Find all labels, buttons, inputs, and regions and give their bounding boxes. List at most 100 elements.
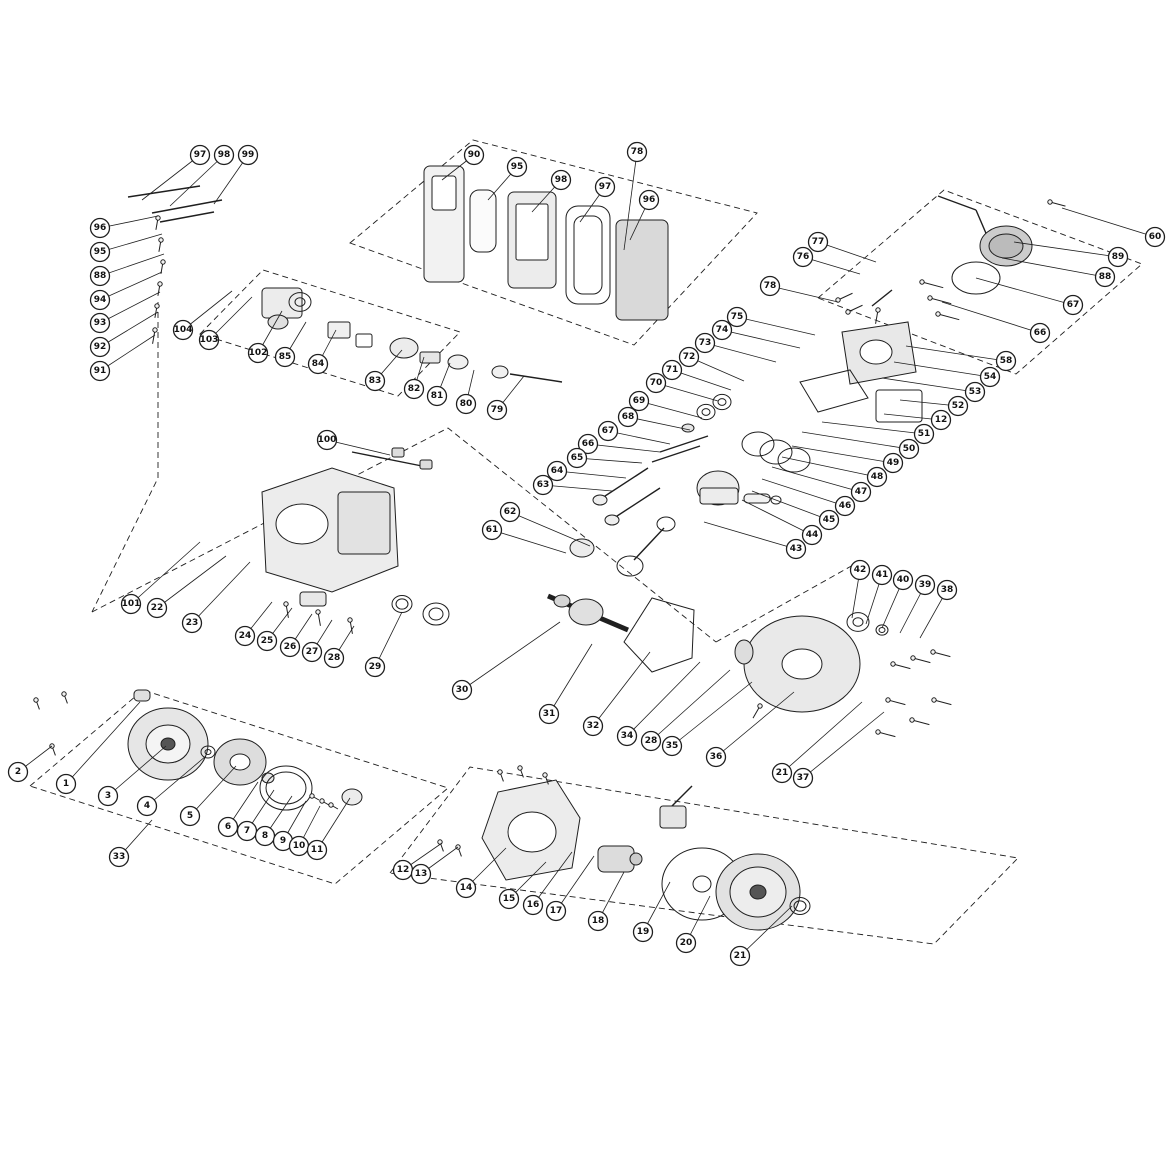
leader-line-58: [905, 345, 1007, 362]
callout-balloon: [463, 144, 485, 166]
part-main-bearing: [428, 607, 444, 621]
callout-balloon: [451, 679, 473, 701]
callout-balloon: [1107, 246, 1129, 268]
leader-line-53: [881, 377, 976, 393]
callout-number: 12: [935, 415, 948, 425]
callout-25: 25: [256, 630, 278, 652]
callout-number: 31: [543, 709, 556, 719]
callout-number: 104: [174, 325, 193, 335]
group-boundary: [91, 302, 159, 613]
leader-line-46: [761, 478, 846, 507]
callout-21: 21: [729, 945, 751, 967]
callout-balloon: [181, 612, 203, 634]
callout-85: 85: [274, 346, 296, 368]
callout-balloon: [172, 319, 194, 341]
part-push-rod: [871, 289, 893, 307]
callout-balloon: [632, 921, 654, 943]
callout-number: 67: [602, 426, 615, 436]
callout-number: 88: [1099, 272, 1112, 282]
callout-number: 81: [431, 391, 444, 401]
leader-line-75: [736, 316, 816, 336]
callout-balloon: [316, 429, 338, 451]
callout-89: 89: [1107, 246, 1129, 268]
callout-balloon: [626, 141, 648, 163]
callout-number: 58: [1000, 356, 1013, 366]
callout-balloon: [522, 894, 544, 916]
leader-line-97: [141, 154, 201, 201]
callout-balloon: [179, 805, 201, 827]
callout-43: 43: [785, 538, 807, 560]
callout-number: 41: [876, 570, 889, 580]
callout-number: 10: [293, 841, 306, 851]
callout-balloon: [217, 816, 239, 838]
part-insulator-spacer: [327, 321, 351, 339]
part-governor-gear: [734, 639, 754, 665]
callout-balloon: [403, 378, 425, 400]
part-crankshaft-gear: [553, 594, 571, 608]
callout-balloon: [89, 241, 111, 263]
part-starter-motor-cap: [629, 852, 643, 866]
callout-balloon: [455, 393, 477, 415]
callout-30: 30: [451, 679, 473, 701]
callout-number: 85: [279, 352, 292, 362]
callout-balloon: [678, 346, 700, 368]
callout-44: 44: [801, 524, 823, 546]
callout-7: 7: [236, 820, 258, 842]
callout-balloon: [694, 332, 716, 354]
callout-91: 91: [89, 360, 111, 382]
callout-balloon: [120, 593, 142, 615]
callout-number: 74: [716, 325, 729, 335]
part-panel-bolt: [542, 772, 548, 778]
callout-24: 24: [234, 625, 256, 647]
callout-balloon: [638, 189, 660, 211]
leader-line-98: [169, 154, 225, 207]
callout-balloon: [913, 423, 935, 445]
callout-balloon: [1144, 226, 1166, 248]
callout-75: 75: [726, 306, 748, 328]
callout-19: 19: [632, 921, 654, 943]
leader-line-43: [703, 521, 797, 550]
callout-balloon: [792, 246, 814, 268]
callout-number: 9: [280, 836, 286, 846]
callout-balloon: [1029, 322, 1051, 344]
callout-number: 89: [1112, 252, 1125, 262]
leader-line-32: [592, 651, 651, 727]
leader-line-95: [99, 233, 163, 253]
callout-number: 95: [94, 247, 107, 257]
callout-balloon: [532, 474, 554, 496]
callout-number: 43: [790, 544, 803, 554]
part-push-rod-long: [659, 435, 709, 453]
callout-balloon: [307, 353, 329, 375]
part-block-stud: [315, 609, 321, 615]
part-head-stud: [919, 279, 925, 285]
part-rod-spring: [159, 211, 215, 223]
callout-number: 23: [186, 618, 199, 628]
leader-line-23: [191, 561, 251, 624]
callout-71: 71: [661, 359, 683, 381]
part-panel-bolt: [497, 769, 503, 775]
callout-number: 45: [823, 515, 836, 525]
part-starter-motor: [597, 845, 635, 873]
part-carburetor-throat: [288, 292, 312, 312]
callout-number: 98: [218, 150, 231, 160]
callout-41: 41: [871, 564, 893, 586]
part-carburetor-float-bowl: [267, 314, 289, 330]
callout-4: 4: [136, 795, 158, 817]
callout-49: 49: [882, 452, 904, 474]
callout-number: 8: [262, 831, 268, 841]
part-head-stud: [929, 297, 952, 305]
part-flange-bolt: [1047, 199, 1053, 205]
part-valve-spring: [717, 398, 727, 406]
callout-39: 39: [914, 574, 936, 596]
callout-balloon: [426, 385, 448, 407]
callout-number: 28: [328, 653, 341, 663]
part-rod-big-end: [616, 555, 644, 577]
part-oil-seal: [395, 598, 409, 610]
callout-78: 78: [759, 275, 781, 297]
leader-line-74: [721, 329, 801, 349]
callout-52: 52: [947, 395, 969, 417]
callout-number: 17: [550, 906, 563, 916]
leader-line-44: [741, 499, 813, 536]
callout-balloon: [882, 452, 904, 474]
callout-balloon: [914, 574, 936, 596]
